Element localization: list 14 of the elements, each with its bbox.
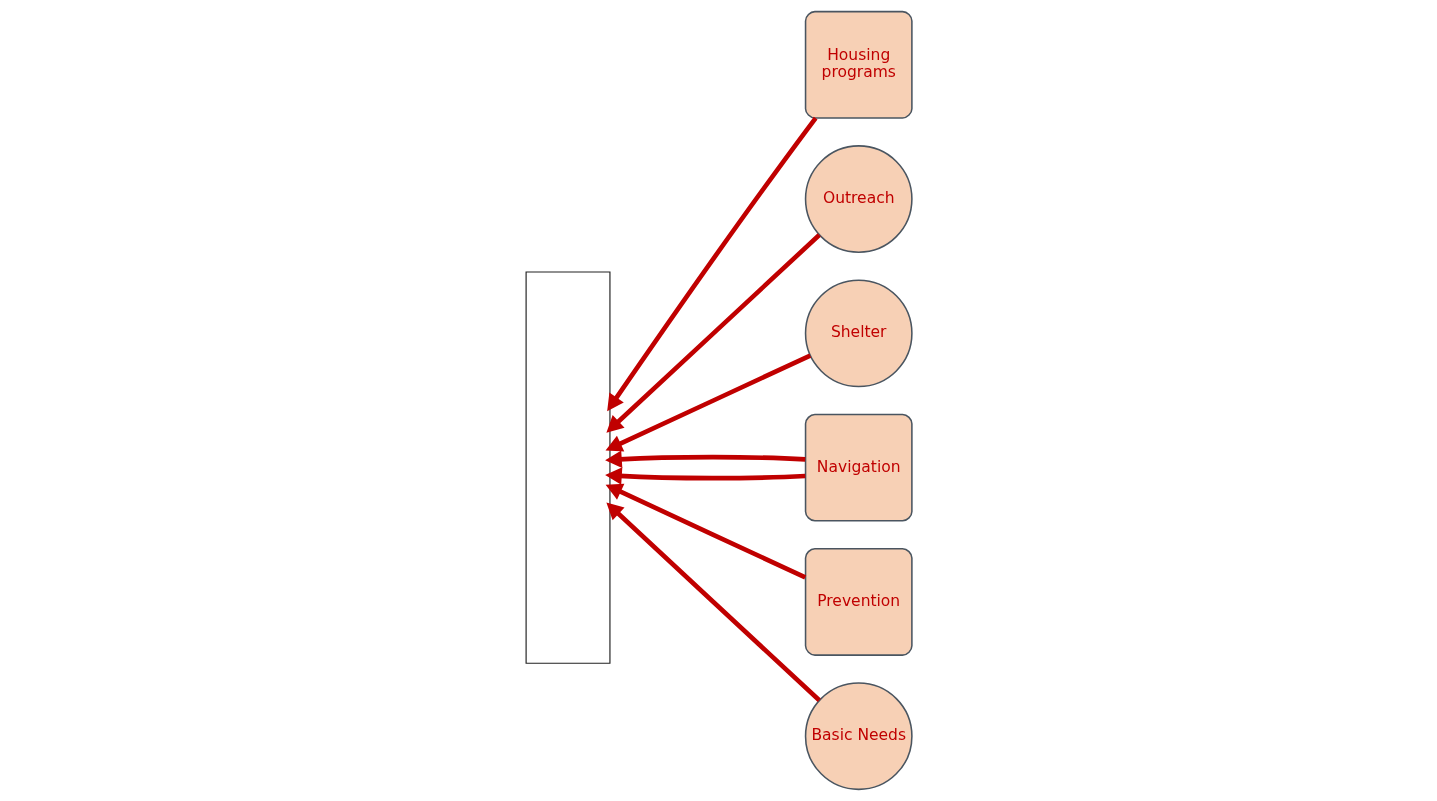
node-box: Navigation <box>804 413 913 522</box>
node-circle: Outreach <box>804 145 913 253</box>
arrow <box>605 233 821 433</box>
arrow <box>604 450 805 469</box>
node-circle: Shelter <box>804 279 913 388</box>
node-box: Housing programs <box>804 10 913 119</box>
arrow <box>605 483 806 580</box>
node-circle: Basic Needs <box>804 682 913 791</box>
arrow <box>604 467 805 485</box>
arrow <box>606 116 817 412</box>
arrow <box>605 353 811 452</box>
node-box <box>525 271 611 664</box>
arrow <box>605 502 821 702</box>
node-box: Prevention <box>804 548 913 656</box>
